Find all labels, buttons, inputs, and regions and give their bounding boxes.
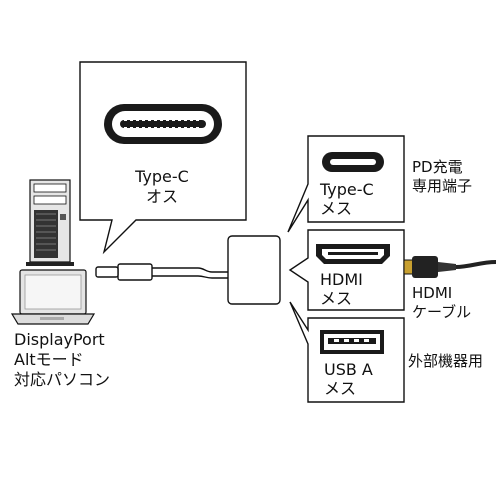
hdmi-port-icon [316,244,390,264]
typec-plug-label-line1: Type-C [135,167,189,186]
hdmi-cable-plug-icon [403,256,497,278]
hdmi-cable-label-line2: ケーブル [412,303,472,321]
typec-plug-label-line2: オス [145,187,178,206]
pc-label-line1: DisplayPort [14,330,105,349]
typec-port-label-line2: メス [320,199,353,218]
typec-plug-callout-bubble [79,61,247,255]
desktop-tower-icon [26,179,74,266]
adapter-body [227,235,281,305]
pd-label-line2: 専用端子 [412,177,473,195]
adapter-cable [95,263,228,281]
pc-label-line2: Altモード [14,350,84,369]
typec-port-label-line1: Type-C [320,180,374,199]
usba-port-icon [320,330,384,354]
hdmi-port-label-line2: メス [320,289,353,308]
pc-label-line3: 対応パソコン [14,370,111,389]
external-device-label: 外部機器用 [408,352,484,370]
usba-port-label-line1: USB A [324,360,373,379]
laptop-icon [10,269,96,325]
typec-port-icon [322,152,384,172]
usba-port-label-line2: メス [324,379,357,398]
pd-label-line1: PD充電 [412,158,463,176]
hdmi-port-label-line1: HDMI [320,270,363,289]
hdmi-cable-label-line1: HDMI [412,284,453,302]
typec-plug-face-icon [104,104,222,144]
